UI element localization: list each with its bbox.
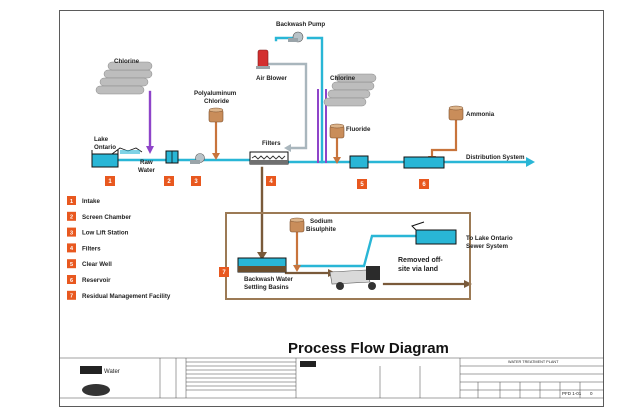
low-lift-pump bbox=[190, 153, 205, 164]
label-water: Water bbox=[138, 167, 156, 174]
filters-unit bbox=[249, 151, 289, 165]
title-block-plant: WATER TREATMENT PLANT bbox=[508, 360, 559, 364]
sewer-outfall bbox=[411, 221, 457, 245]
label-chlorine-left: Chlorine bbox=[114, 58, 140, 65]
legend-item-number: 7 bbox=[70, 294, 73, 300]
arrow-distribution bbox=[526, 157, 535, 167]
residual-facility-boundary bbox=[225, 212, 471, 300]
title-block-logos: Water bbox=[80, 361, 316, 396]
process-marker-2: 2 bbox=[164, 176, 174, 186]
process-marker-5: 5 bbox=[357, 179, 367, 189]
legend-item-6: 6 Reservoir bbox=[67, 275, 111, 284]
legend-item-text: Clear Well bbox=[82, 261, 112, 268]
label-ammonia: Ammonia bbox=[466, 111, 495, 118]
legend-item-5: 5 Clear Well bbox=[67, 259, 112, 269]
label-sodium: Sodium bbox=[310, 218, 333, 225]
decant-line bbox=[294, 234, 418, 268]
label-settling-basins: Settling Basins bbox=[244, 284, 289, 291]
flow-lines bbox=[116, 36, 530, 286]
label-ontario: Ontario bbox=[94, 144, 116, 151]
process-marker-7: 7 bbox=[219, 267, 229, 277]
label-sewer: Sewer System bbox=[466, 243, 508, 250]
process-marker-4: 4 bbox=[266, 176, 276, 186]
process-marker-label: 6 bbox=[422, 182, 426, 188]
chlorine-cylinders-left bbox=[95, 61, 153, 95]
process-marker-label: 5 bbox=[360, 182, 364, 188]
legend-item-text: Residual Management Facility bbox=[82, 293, 171, 300]
label-filters: Filters bbox=[262, 140, 281, 147]
label-removed-1: Removed off- bbox=[398, 257, 443, 264]
chlorine-cylinders-right bbox=[323, 73, 377, 107]
legend-item-number: 1 bbox=[70, 199, 73, 205]
arrow-air bbox=[284, 144, 291, 152]
legend-item-text: Low Lift Station bbox=[82, 230, 129, 237]
title-block-logo-text: Water bbox=[104, 369, 120, 375]
ammonia-line bbox=[430, 118, 458, 160]
ammonia-tank bbox=[448, 105, 464, 121]
label-backwash-water: Backwash Water bbox=[244, 276, 294, 283]
bisulphite-tank bbox=[289, 217, 305, 233]
label-bisulphite: Bisulphite bbox=[306, 226, 336, 233]
legend: 1 Intake 2 Screen Chamber 3 Low Lift Station 4… bbox=[67, 196, 171, 300]
settling-basin bbox=[237, 257, 287, 273]
process-marker-label: 4 bbox=[269, 179, 273, 185]
title-block-drawing-no: PFD 1-01 bbox=[562, 391, 582, 396]
legend-item-number: 3 bbox=[70, 230, 73, 236]
air-blower-line bbox=[264, 62, 308, 150]
legend-item-text: Filters bbox=[82, 245, 101, 252]
legend-item-3: 3 Low Lift Station bbox=[67, 227, 129, 237]
legend-item-number: 5 bbox=[70, 262, 73, 268]
process-marker-6: 6 bbox=[419, 179, 429, 189]
polyaluminum-tank bbox=[208, 107, 224, 123]
legend-item-text: Screen Chamber bbox=[82, 214, 132, 221]
legend-item-1: 1 Intake bbox=[67, 196, 100, 205]
process-marker-label: 3 bbox=[194, 179, 198, 185]
label-chlorine-right: Chlorine bbox=[330, 75, 356, 82]
arrow-polyaluminum bbox=[212, 153, 220, 160]
arrow-bisulphite bbox=[293, 265, 301, 272]
label-chloride: Chloride bbox=[204, 98, 230, 105]
legend-item-number: 6 bbox=[70, 278, 73, 284]
label-raw: Raw bbox=[140, 159, 153, 166]
arrow-chlorine-left bbox=[146, 146, 154, 154]
arrow-fluoride bbox=[333, 157, 341, 164]
label-removed-2: site via land bbox=[398, 266, 438, 273]
air-blower bbox=[256, 49, 270, 69]
legend-item-text: Intake bbox=[82, 198, 100, 205]
process-marker-1: 1 bbox=[105, 176, 115, 186]
process-marker-label: 1 bbox=[108, 179, 112, 185]
label-distribution: Distribution System bbox=[466, 154, 525, 161]
legend-item-4: 4 Filters bbox=[67, 243, 101, 253]
process-marker-3: 3 bbox=[191, 176, 201, 186]
label-polyaluminum: Polyaluminum bbox=[194, 90, 237, 97]
dump-truck-icon bbox=[329, 266, 380, 290]
clear-well-tank bbox=[349, 155, 369, 169]
label-fluoride: Fluoride bbox=[346, 126, 371, 133]
title-block-rev: 0 bbox=[590, 391, 593, 396]
arrow-removed bbox=[464, 280, 472, 288]
label-backwash-pump: Backwash Pump bbox=[276, 21, 325, 28]
legend-item-text: Reservoir bbox=[82, 277, 111, 284]
backwash-supply-line bbox=[274, 36, 294, 42]
legend-item-2: 2 Screen Chamber bbox=[67, 211, 132, 221]
label-to-lake: To Lake Ontario bbox=[466, 235, 513, 242]
label-air-blower: Air Blower bbox=[256, 75, 288, 82]
legend-item-number: 4 bbox=[70, 246, 74, 252]
fluoride-tank bbox=[329, 123, 345, 139]
backwash-pump-line bbox=[306, 36, 324, 164]
legend-item-number: 2 bbox=[70, 215, 73, 221]
process-marker-label: 2 bbox=[167, 179, 171, 185]
backwash-pump bbox=[288, 31, 304, 43]
legend-item-7: 7 Residual Management Facility bbox=[67, 290, 171, 300]
screen-chamber bbox=[165, 150, 179, 164]
reservoir-tank bbox=[403, 156, 445, 169]
process-marker-label: 7 bbox=[222, 270, 226, 276]
diagram-title: Process Flow Diagram bbox=[288, 340, 449, 357]
lake-ontario-intake bbox=[91, 147, 143, 168]
title-block bbox=[59, 357, 604, 399]
label-lake: Lake bbox=[94, 136, 109, 143]
arrow-backwash-waste bbox=[257, 252, 267, 260]
process-markers: 1 2 3 4 5 6 7 bbox=[105, 176, 429, 277]
